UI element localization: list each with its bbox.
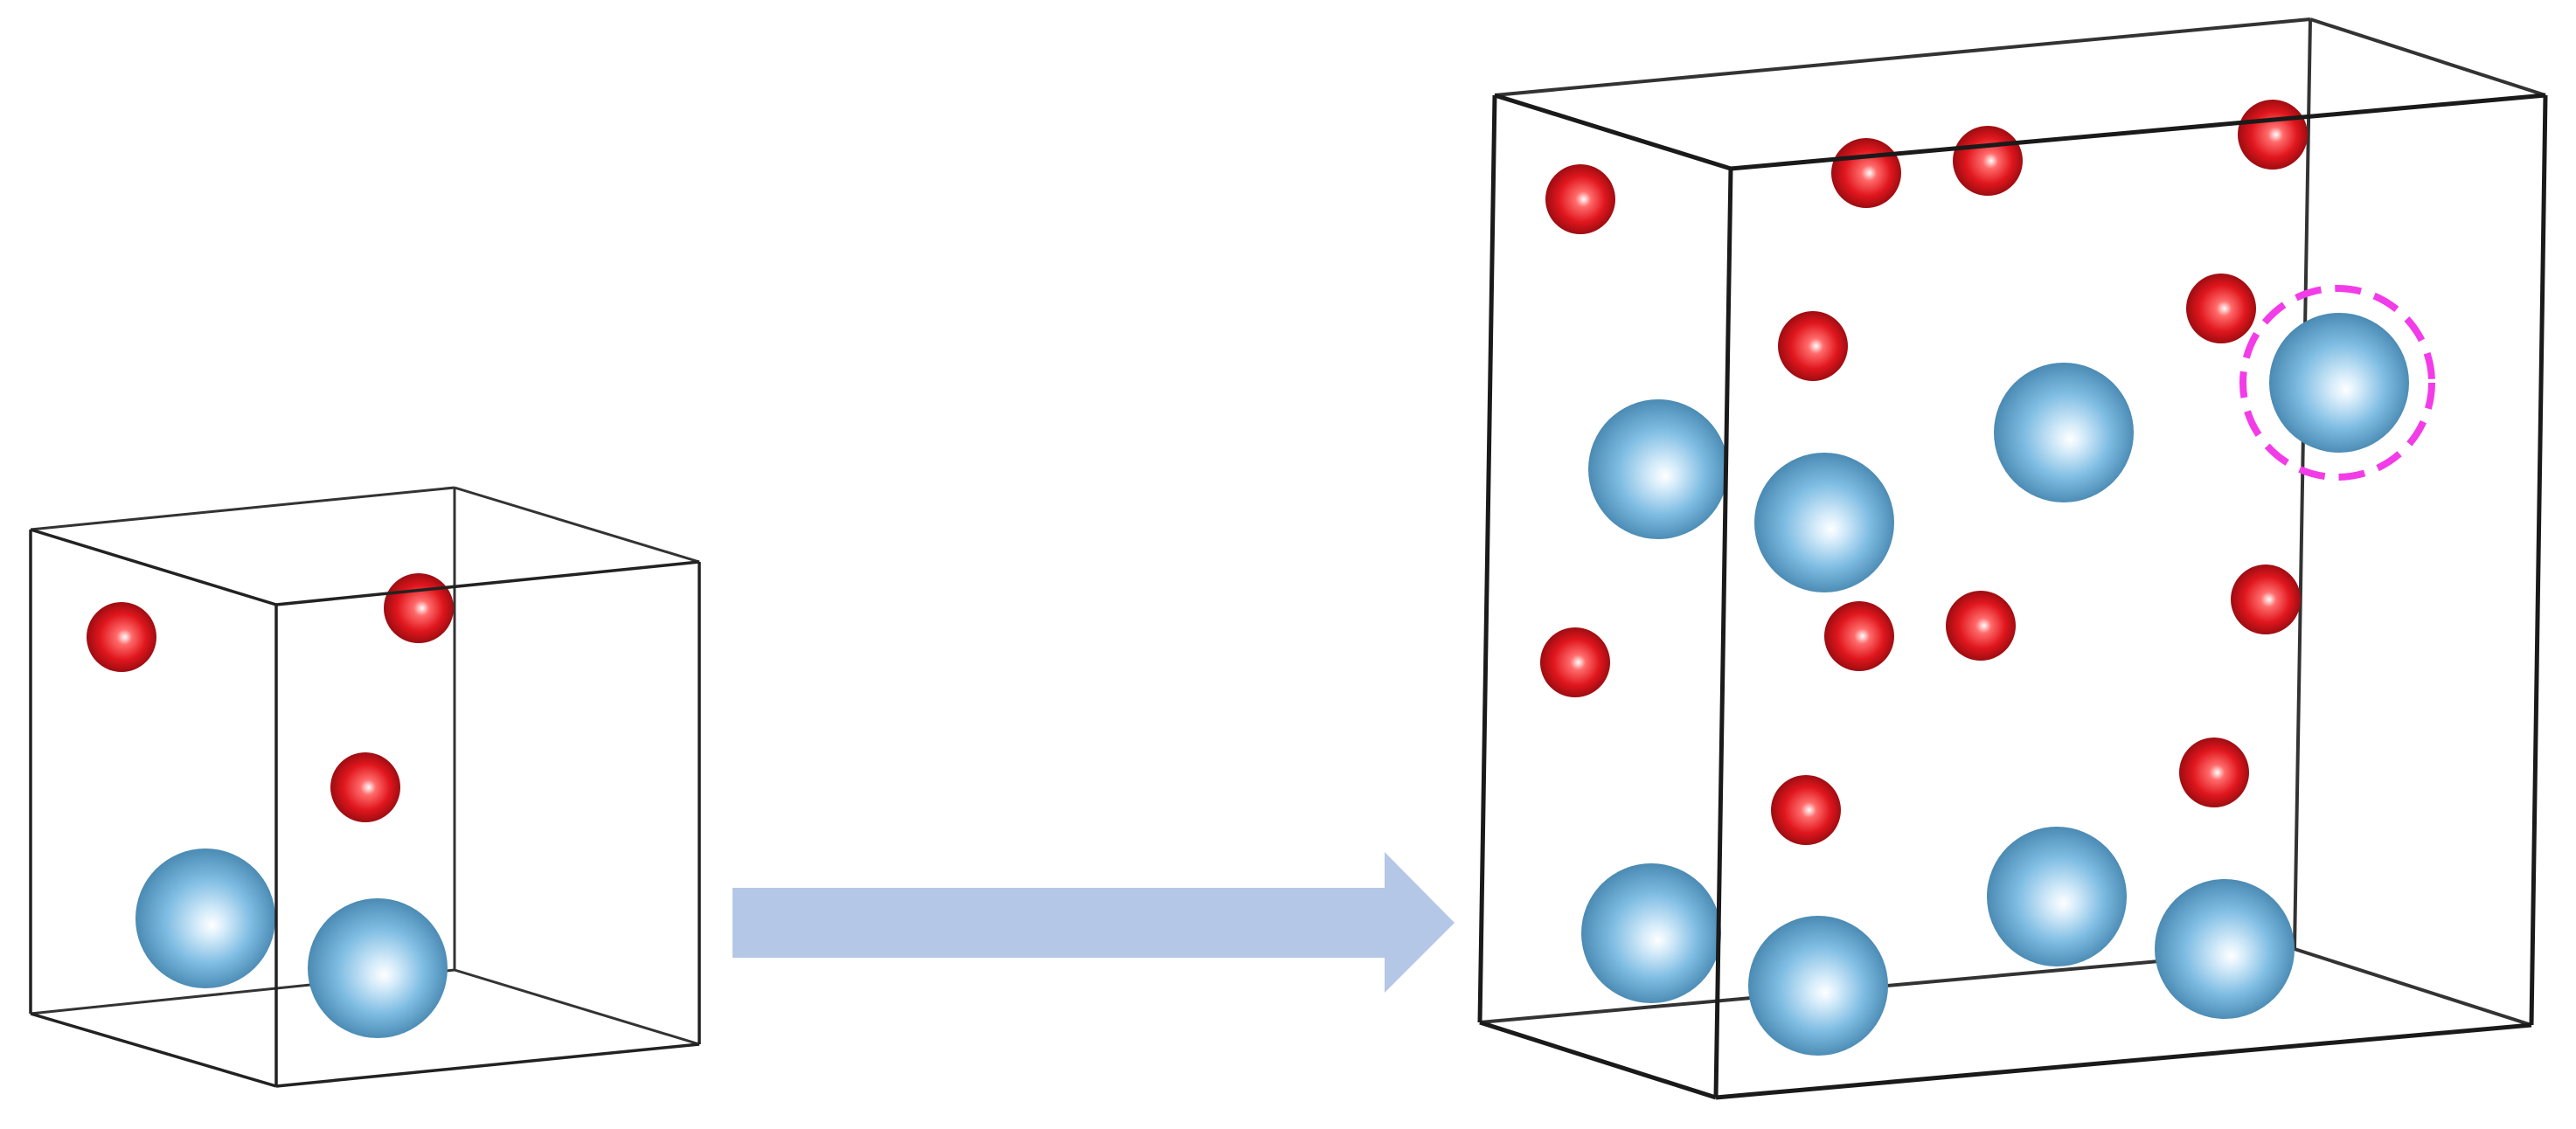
small-atom [2231, 564, 2301, 634]
small-atom [1778, 311, 1848, 381]
right-arrow-icon [733, 852, 1455, 993]
large-atom [1581, 863, 1721, 1003]
small-atom [2186, 274, 2256, 343]
large-atom [2155, 879, 2295, 1019]
small-atom [87, 602, 156, 672]
right-cell [1477, 17, 2548, 1100]
small-atom [1946, 591, 2016, 661]
large-atom [1748, 916, 1888, 1056]
large-atom [1754, 453, 1894, 592]
right-cell-front-edges [1477, 93, 2548, 1100]
small-atom [2179, 738, 2249, 807]
right-cell-atoms [1540, 100, 2435, 1056]
large-atom [1987, 827, 2127, 966]
large-atom [1588, 399, 1728, 539]
left-cell [29, 486, 701, 1088]
small-atom [1953, 126, 2023, 196]
small-atom [384, 573, 454, 643]
left-cell-front-edges [29, 528, 701, 1088]
large-atom [2269, 313, 2409, 453]
large-atom [1994, 363, 2134, 502]
small-atom [1540, 627, 1610, 697]
large-atom [308, 898, 448, 1038]
small-atom [1831, 138, 1901, 208]
small-atom [2238, 100, 2308, 170]
small-atom [1545, 164, 1615, 234]
large-atom [135, 848, 275, 988]
small-atom [1771, 775, 1841, 845]
highlight-ring [2239, 285, 2435, 481]
transform-arrow [733, 852, 1455, 993]
small-atom [1824, 601, 1894, 671]
left-cell-atoms [87, 573, 454, 1038]
small-atom [330, 752, 400, 822]
